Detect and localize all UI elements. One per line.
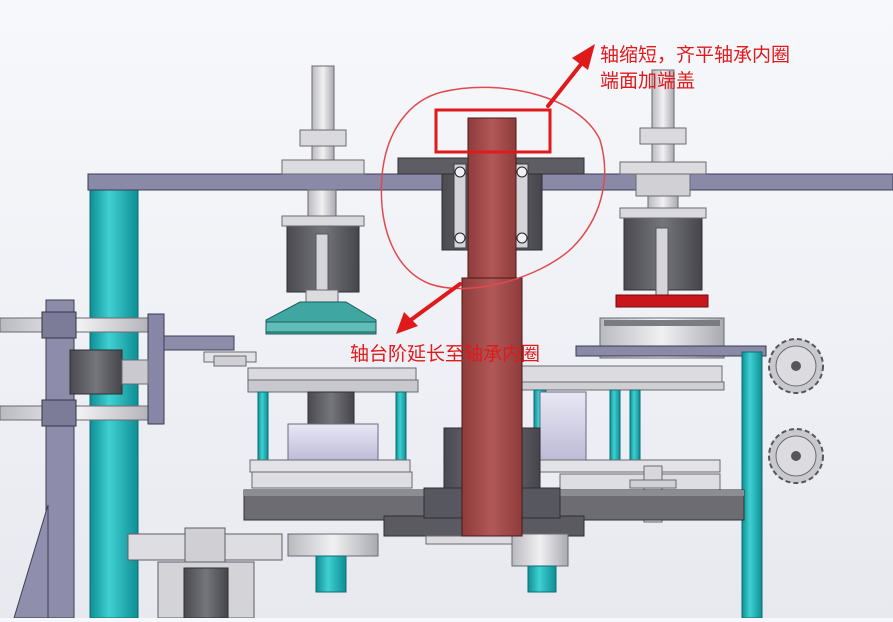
left-bottom-knob [127, 527, 283, 619]
freehand-circle [380, 86, 606, 290]
annotation-top-line1: 轴缩短，齐平轴承内圈 [600, 44, 791, 66]
right-upper-shaft-assembly [615, 69, 709, 308]
annotation-top-line2: 端面加端盖 [600, 70, 696, 92]
annotation-bottom: 轴台阶延长至轴承内圈 [350, 343, 541, 365]
central-shaft [461, 117, 523, 537]
arrow-down-left [396, 282, 462, 334]
sprocket-lower [768, 428, 824, 484]
left-lower-assembly [203, 351, 419, 489]
left-upper-shaft-assembly [265, 65, 377, 335]
arrow-up-right [546, 44, 595, 108]
right-lower-assembly [515, 317, 767, 619]
left-guide-rods [0, 311, 235, 427]
red-annotation-markup [380, 44, 606, 334]
annotation-top: 轴缩短，齐平轴承内圈 端面加端盖 [600, 42, 790, 94]
highlight-box [434, 108, 552, 154]
left-vertical-beam [13, 299, 75, 619]
sprocket-upper [768, 338, 824, 394]
